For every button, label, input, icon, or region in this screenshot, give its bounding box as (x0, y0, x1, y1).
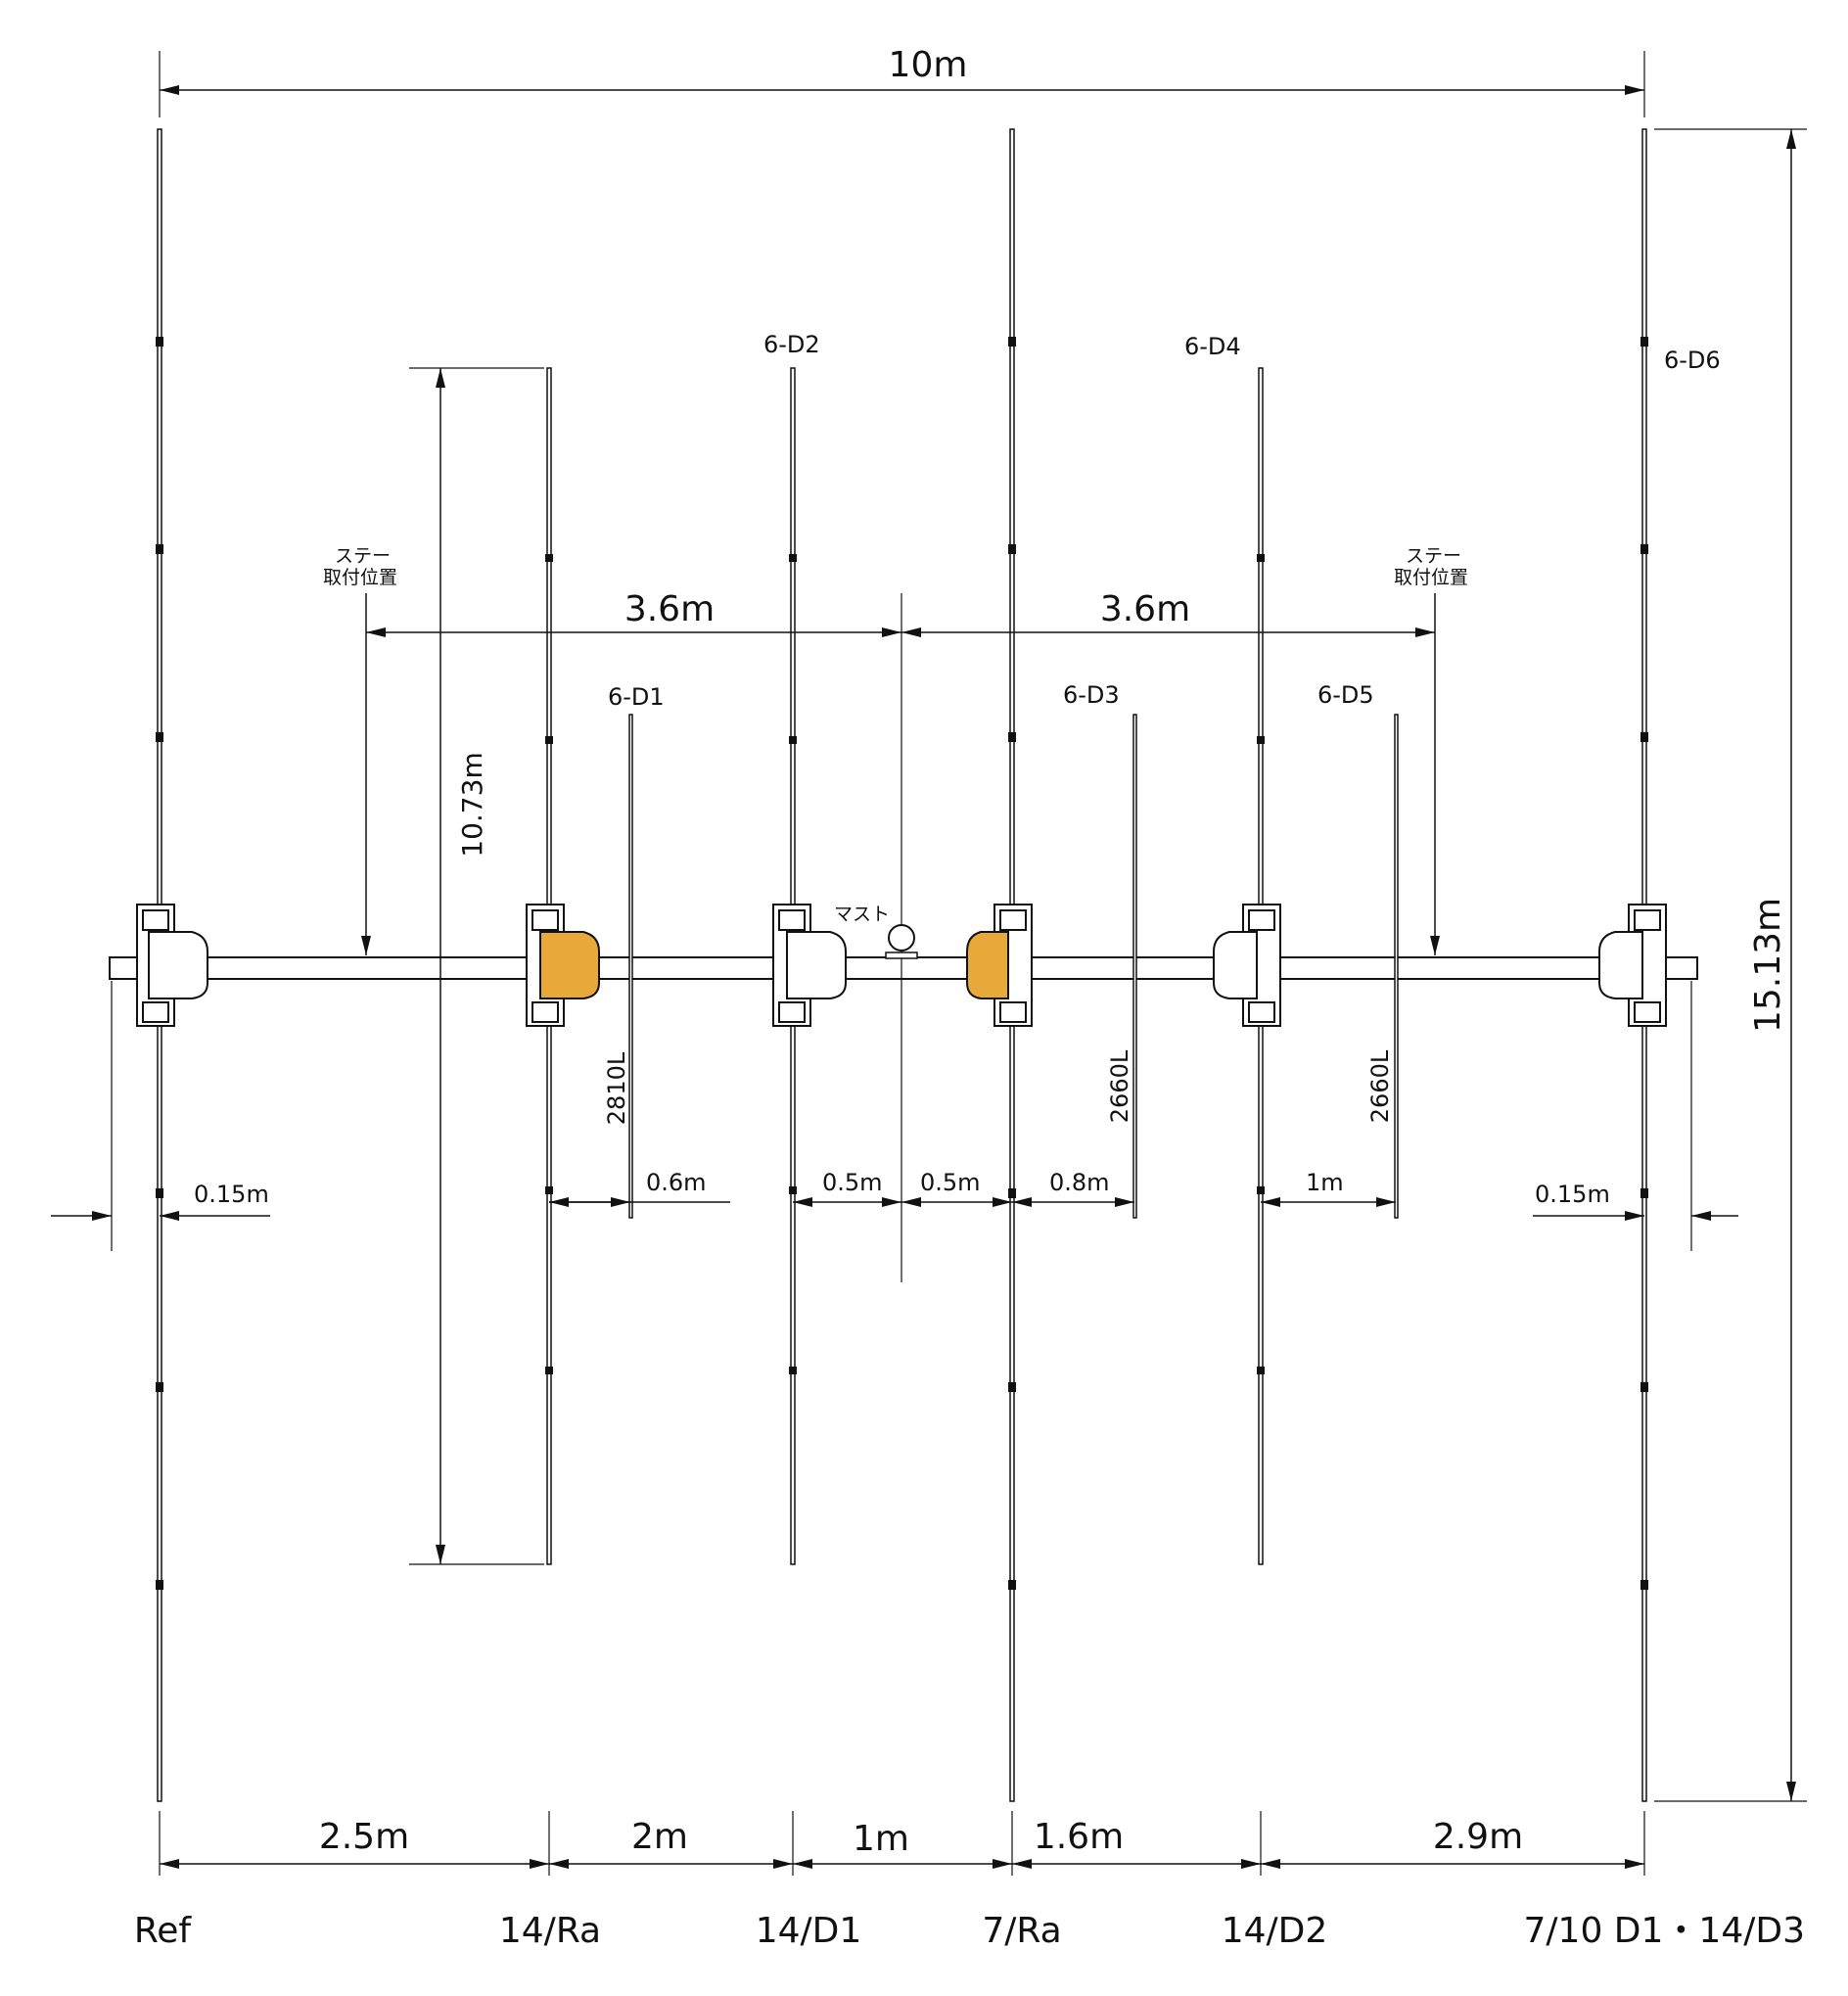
element-name-7-10-d1: 7/10 D1・14/D3 (1524, 1911, 1805, 1951)
offset-d5-label: 1m (1306, 1169, 1344, 1196)
stay-label-left-1: ステー (335, 545, 391, 567)
dim-spacings (159, 1811, 1645, 1876)
dim-stay-spans (361, 593, 1440, 955)
spacing-5-label: 2.9m (1433, 1817, 1523, 1857)
label-6-d1: 6-D1 (608, 683, 665, 711)
label-6-d5: 6-D5 (1317, 681, 1374, 709)
dim-offsets (51, 981, 1738, 1251)
element-joints (156, 337, 1648, 1590)
clamp-ref (136, 904, 208, 1027)
mast-icon (885, 593, 918, 1282)
element-6-d5 (1394, 714, 1399, 1219)
dim-overall-width (159, 51, 1645, 117)
spacing-4-label: 1.6m (1034, 1817, 1124, 1857)
offset-d1-label: 0.6m (646, 1169, 707, 1196)
element-6-d1 (628, 714, 633, 1219)
offset-right-label: 0.15m (1535, 1181, 1610, 1208)
element-name-14-d1: 14/D1 (756, 1911, 862, 1951)
dim-short-height (409, 367, 544, 1565)
label-6-d3: 6-D3 (1063, 681, 1120, 709)
offset-d3-label: 0.8m (1049, 1169, 1110, 1196)
clamp-14-d2 (1213, 904, 1281, 1027)
stay-label-right-2: 取付位置 (1394, 567, 1468, 588)
label-6-d6: 6-D6 (1664, 347, 1721, 374)
stay-span-left-label: 3.6m (624, 589, 715, 629)
stay-label-right-1: ステー (1406, 545, 1461, 567)
dim-overall-height (1654, 128, 1807, 1802)
label-6-d4: 6-D4 (1184, 333, 1241, 360)
stay-span-right-label: 3.6m (1100, 589, 1190, 629)
label-6-d2: 6-D2 (763, 331, 820, 358)
spacing-1-label: 2.5m (319, 1817, 409, 1857)
mast-label: マスト (834, 904, 890, 925)
element-name-14-d2: 14/D2 (1222, 1911, 1328, 1951)
short-height-label: 10.73m (456, 752, 488, 857)
stay-label-left-2: 取付位置 (323, 567, 397, 588)
clamp-14-d1 (772, 904, 847, 1027)
element-name-7-ra: 7/Ra (982, 1911, 1061, 1951)
length-6-d5: 2660L (1366, 1049, 1394, 1123)
clamp-7-10-d1 (1598, 904, 1667, 1027)
spacing-3-label: 1m (853, 1819, 909, 1859)
offset-left-label: 0.15m (194, 1181, 269, 1208)
length-6-d3: 2660L (1106, 1049, 1133, 1123)
spacing-2-label: 2m (631, 1817, 688, 1857)
clamp-7-ra (966, 904, 1033, 1027)
element-name-ref: Ref (134, 1911, 193, 1951)
length-6-d1: 2810L (603, 1051, 630, 1125)
boom (109, 956, 1698, 980)
element-6-d3 (1132, 714, 1137, 1219)
offset-mast-ra7-label: 0.5m (920, 1169, 981, 1196)
element-name-14-ra: 14/Ra (499, 1911, 601, 1951)
overall-width-label: 10m (889, 45, 968, 85)
clamp-14-ra (526, 904, 600, 1027)
overall-height-label: 15.13m (1748, 898, 1788, 1033)
offset-d2-mast-label: 0.5m (822, 1169, 883, 1196)
